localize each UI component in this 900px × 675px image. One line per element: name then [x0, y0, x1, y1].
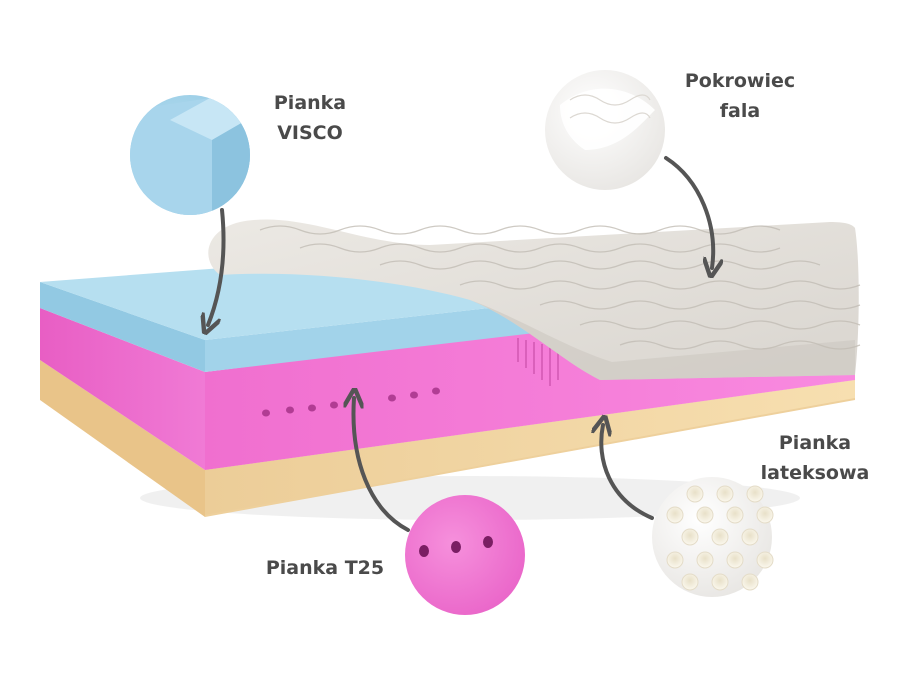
- cover-layer: [208, 219, 861, 380]
- visco-label: Pianka VISCO: [250, 88, 370, 148]
- cover-arrow: [664, 156, 713, 268]
- cover-label-line1: Pokrowiec: [684, 70, 796, 92]
- latex-label: Pianka lateksowa: [750, 428, 880, 488]
- latex-arrow: [601, 425, 654, 520]
- latex-label-line2: lateksowa: [760, 462, 870, 484]
- visco-label-line2: VISCO: [277, 122, 343, 144]
- visco-arrow: [208, 208, 226, 325]
- visco-label-line1: Pianka: [273, 92, 347, 114]
- t25-label: Pianka T25: [260, 553, 390, 583]
- cover-label: Pokrowiec fala: [665, 66, 815, 126]
- cover-label-line2: fala: [719, 100, 761, 122]
- perforated-latex-icon: [652, 477, 774, 597]
- latex-label-line1: Pianka: [778, 432, 852, 454]
- perforated-foam-icon: [405, 495, 525, 615]
- t25-arrow: [353, 398, 410, 532]
- quilted-fabric-icon: [545, 70, 665, 190]
- t25-label-line1: Pianka T25: [265, 557, 385, 579]
- foam-cube-icon: [130, 95, 250, 215]
